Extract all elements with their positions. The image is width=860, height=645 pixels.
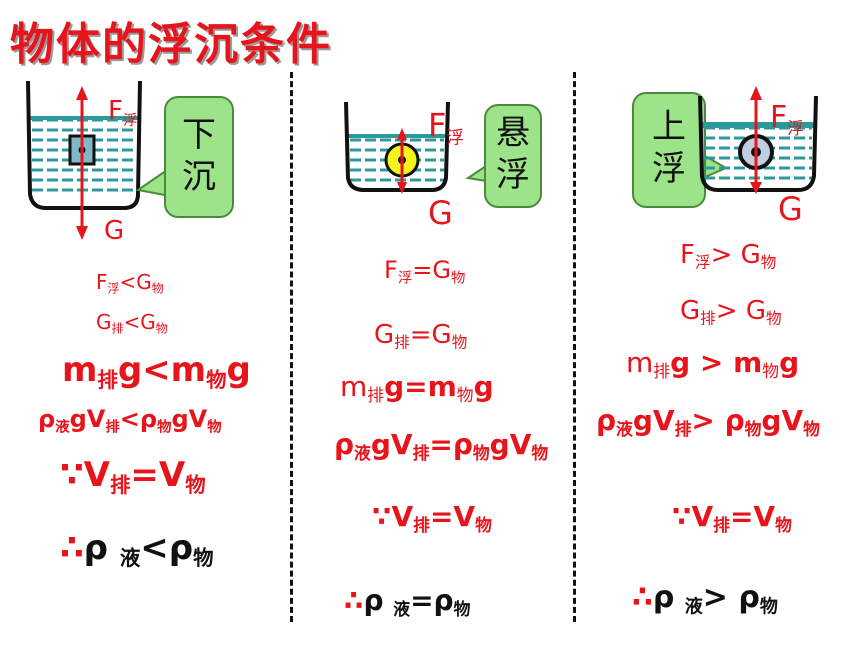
eq-float-1: F浮> G物: [680, 240, 777, 272]
page-title: 物体的浮沉条件: [10, 19, 332, 70]
eq-suspend-4: ρ液gV排=ρ物gV物: [334, 428, 549, 464]
eq-suspend-1: F浮=G物: [384, 256, 466, 287]
eq-sink-4: ρ液gV排<ρ物gV物: [38, 405, 222, 436]
force-label-buoyancy: F浮: [108, 96, 138, 130]
eq-suspend-6: ∴ρ 液=ρ物: [344, 584, 471, 620]
force-label-gravity: G: [104, 216, 125, 246]
force-label-gravity: G: [778, 190, 803, 228]
gravity-arrow: [397, 182, 407, 194]
gravity-arrow: [750, 182, 762, 194]
force-label-gravity: G: [428, 194, 453, 232]
eq-sink-1: F浮<G物: [96, 270, 164, 296]
buoyancy-arrow: [76, 86, 88, 100]
divider-left: [290, 72, 293, 622]
eq-suspend-2: G排=G物: [374, 320, 468, 352]
eq-sink-2: G排<G物: [96, 310, 168, 336]
eq-float-2: G排> G物: [680, 296, 782, 328]
eq-float-4: ρ液gV排> ρ物gV物: [596, 404, 820, 440]
eq-suspend-3: m排g=m物g: [340, 370, 494, 406]
force-label-buoyancy: F浮: [428, 106, 465, 149]
force-label-buoyancy: F浮: [770, 100, 804, 138]
beaker-float-illustration: [698, 86, 818, 194]
callout-float: 上浮: [632, 92, 706, 208]
buoyancy-arrow: [750, 86, 762, 100]
eq-float-5: ∵V排=V物: [672, 500, 792, 536]
callout-sink: 下沉: [164, 96, 234, 218]
divider-right: [573, 72, 576, 622]
eq-sink-6: ∴ρ 液<ρ物: [60, 528, 214, 571]
beaker-sink-illustration: [26, 80, 142, 240]
buoyancy-arrow: [397, 128, 407, 140]
beaker-suspend-illustration: [344, 101, 450, 194]
beaker: [344, 101, 450, 192]
eq-float-3: m排g > m物g: [626, 346, 800, 382]
callout-suspend: 悬浮: [484, 104, 542, 208]
eq-sink-5: ∵V排=V物: [60, 455, 206, 498]
eq-sink-3: m排g<m物g: [62, 350, 251, 393]
eq-suspend-5: ∵V排=V物: [372, 500, 492, 536]
eq-float-6: ∴ρ 液> ρ物: [632, 580, 778, 618]
gravity-arrow: [76, 226, 88, 240]
beaker: [26, 80, 142, 210]
